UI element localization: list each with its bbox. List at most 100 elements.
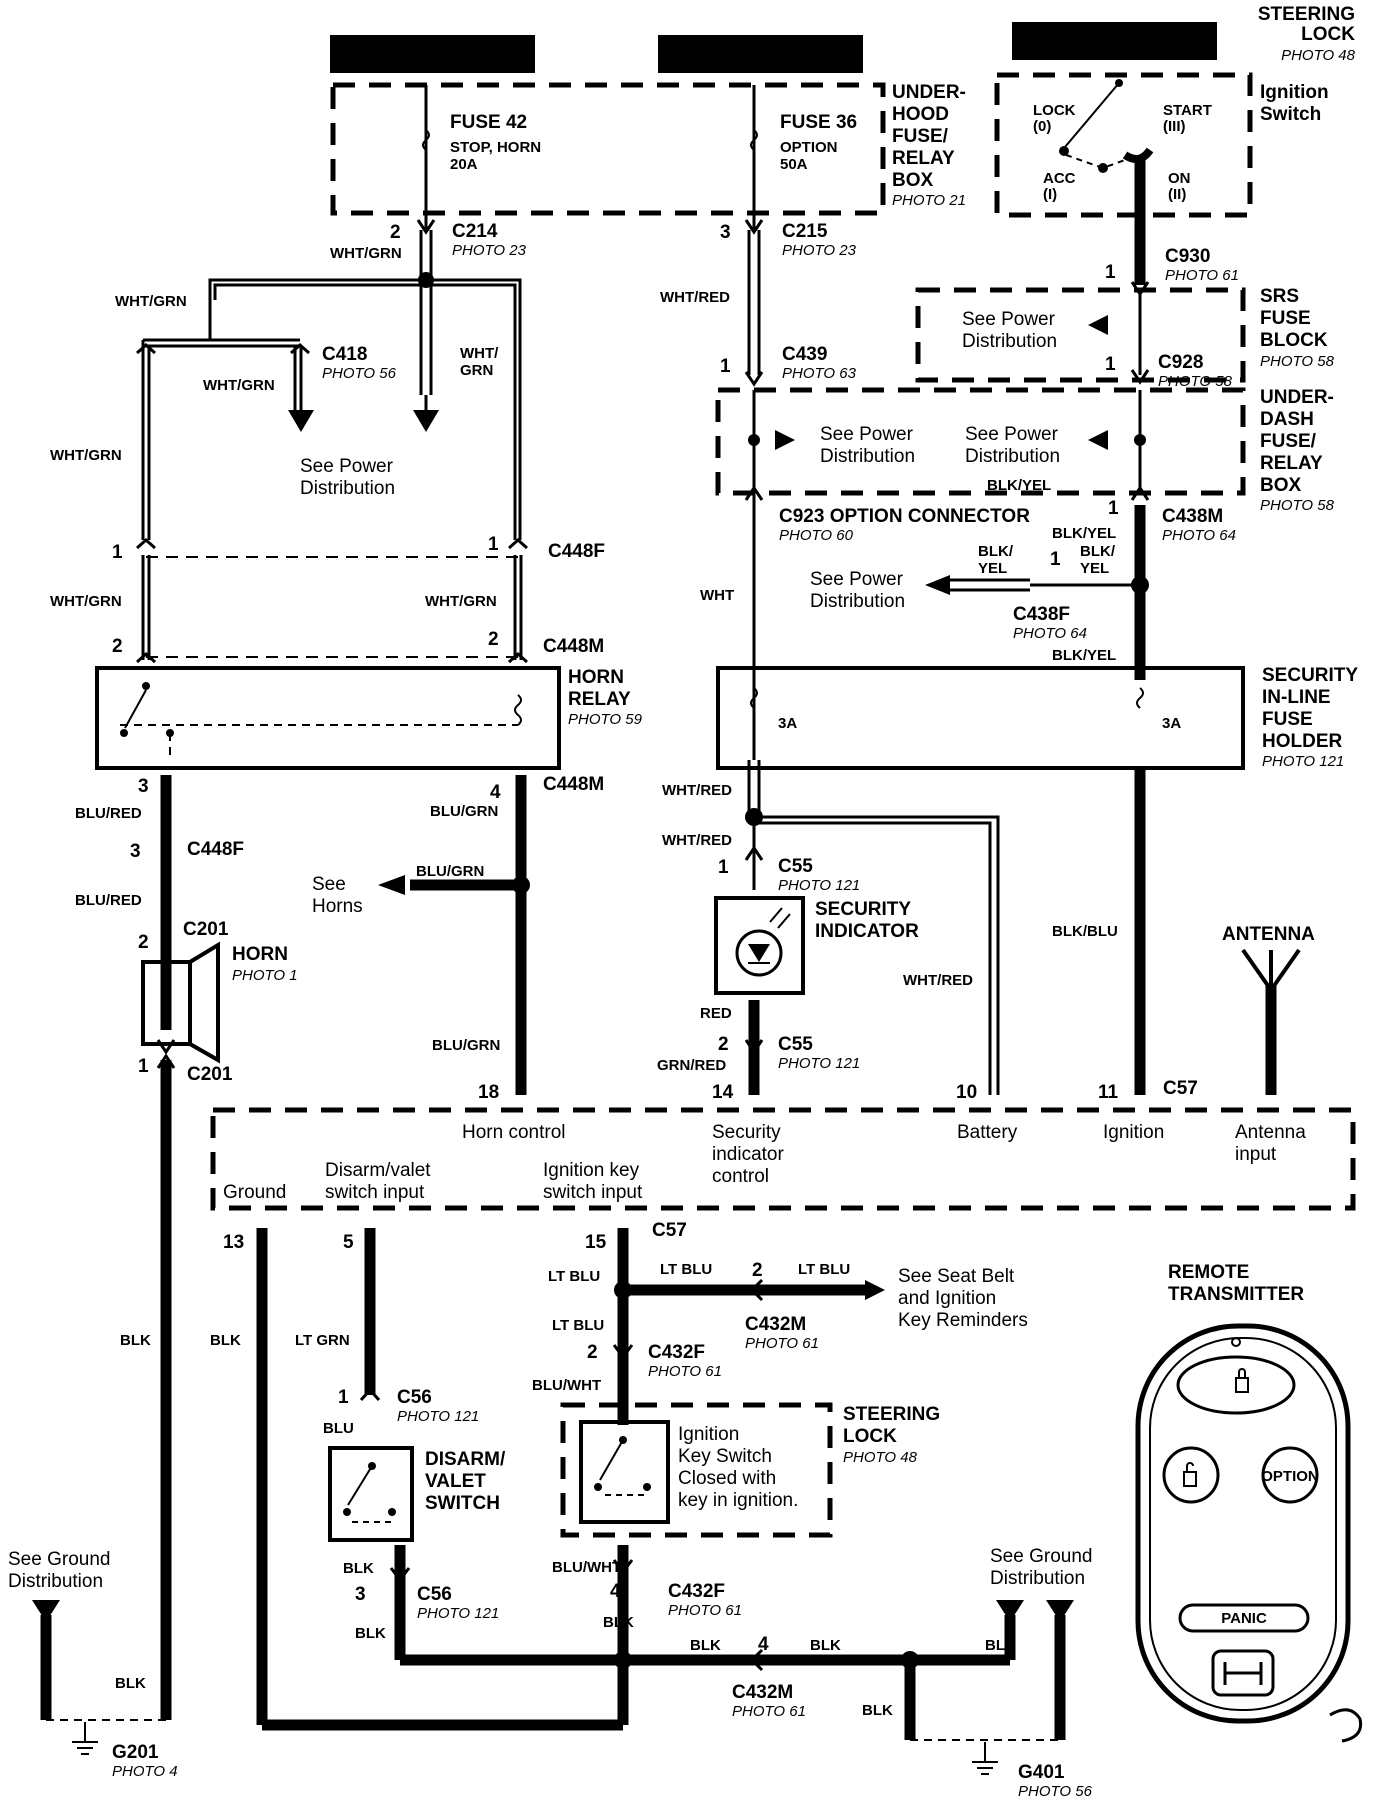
- horn-symbol: [141, 941, 220, 1064]
- term-ignition: Ignition: [1103, 1122, 1164, 1143]
- connector-label: C55: [778, 1034, 813, 1055]
- arrow-seat-belt: [865, 1280, 885, 1300]
- wire-color-label: BLK: [810, 1637, 841, 1654]
- option-button[interactable]: [1261, 1446, 1319, 1504]
- underhood-photo: PHOTO 21: [892, 192, 966, 209]
- horn-photo: PHOTO 1: [232, 967, 298, 984]
- pin-number: 10: [956, 1082, 977, 1103]
- connector-photo: PHOTO 61: [648, 1363, 722, 1380]
- pin-number: 2: [112, 636, 123, 657]
- fuse-left-rating: 3A: [778, 715, 797, 732]
- ground-g401-icon: [972, 1742, 998, 1775]
- horn-title: HORN: [232, 944, 288, 965]
- wire-wht-grn-trunk: [141, 230, 523, 660]
- pin-number: 1: [1105, 262, 1116, 283]
- horn-relay-box: [95, 666, 561, 770]
- pin-number: 11: [1098, 1082, 1119, 1103]
- wire-color-label: BLK: [603, 1614, 634, 1631]
- connector-photo: PHOTO 4: [112, 1763, 178, 1780]
- wire-color-label: BLK: [985, 1637, 1016, 1654]
- wire-color-label: BLK/BLU: [1052, 923, 1118, 940]
- term-battery: Battery: [957, 1122, 1018, 1143]
- wire-color-label: LT BLU: [548, 1268, 600, 1285]
- pin-number: 1: [1050, 549, 1061, 570]
- ground-g201-icon: [72, 1722, 98, 1755]
- wire-color-label: BLK: [115, 1675, 146, 1692]
- arrow-power-dist-2: [1088, 430, 1108, 450]
- lock-icon: [1235, 1368, 1249, 1393]
- logo-icon: [1211, 1649, 1275, 1697]
- wire-color-label: BLK/YEL: [1052, 525, 1116, 542]
- wire-color-label: LT BLU: [660, 1261, 712, 1278]
- lock-button[interactable]: [1176, 1355, 1296, 1415]
- wire-color-label: BLK: [690, 1637, 721, 1654]
- underdash-fuse-box: [715, 387, 1246, 496]
- connector-label: G201: [112, 1742, 159, 1763]
- connector-photo: PHOTO 56: [322, 365, 397, 382]
- pin-number: 18: [478, 1082, 499, 1103]
- fuse42-symbol: [422, 129, 430, 151]
- wire-color-label: WHT/GRN: [425, 593, 497, 610]
- pin-number: 1: [112, 542, 123, 563]
- wire-color-label: BLU/GRN: [432, 1037, 500, 1054]
- pin-number: 3: [130, 841, 141, 862]
- underhood-fuse-box: [330, 82, 886, 216]
- ignition-switch-symbol: [1059, 79, 1154, 173]
- ign-on-label: ON(II): [1168, 170, 1191, 203]
- pin-number: 3: [138, 776, 149, 797]
- ground-ref-arrow-left: [32, 1600, 60, 1622]
- connector-label: C448F: [548, 541, 605, 562]
- security-control-unit: [210, 1107, 1356, 1211]
- wire-color-label: BLK: [343, 1560, 374, 1577]
- pin-number: 5: [343, 1232, 354, 1253]
- connector-label: C56: [417, 1584, 452, 1605]
- wire-color-label: GRN/RED: [657, 1057, 726, 1074]
- pin-number: 1: [138, 1056, 149, 1077]
- arrow-c418: [288, 410, 314, 432]
- pin-number: 2: [138, 932, 149, 953]
- connector-label: C57: [1163, 1078, 1198, 1099]
- option-label: OPTION: [1261, 1468, 1319, 1485]
- ground-ref-arrow-right-b: [1046, 1600, 1074, 1622]
- pin-number: 1: [720, 356, 731, 377]
- pin-number: 13: [223, 1232, 244, 1253]
- fuse42-title: FUSE 42: [450, 112, 527, 133]
- steering-lock-photo: PHOTO 48: [1281, 47, 1356, 64]
- wire-color-label: BLU/WHT: [552, 1559, 621, 1576]
- wire-color-label: WHT/GRN: [330, 245, 402, 262]
- pin-number: 2: [718, 1034, 729, 1055]
- pin-number: 4: [490, 782, 501, 803]
- ign-start-label: START(III): [1163, 102, 1212, 135]
- wire-color-label: WHT/RED: [903, 972, 973, 989]
- connector-label: C215: [782, 221, 828, 242]
- panic-button[interactable]: [1178, 1603, 1310, 1633]
- connector-photo: PHOTO 121: [417, 1605, 499, 1622]
- connector-marks: [136, 219, 1150, 1672]
- connector-photo: PHOTO 121: [397, 1408, 479, 1425]
- connector-label: C448M: [543, 774, 604, 795]
- wire-color-label: BLU/RED: [75, 892, 142, 909]
- wire-color-label: BLK/YEL: [978, 543, 1014, 577]
- fuse36-symbol: [750, 129, 758, 151]
- wire-color-label: WHT/RED: [660, 289, 730, 306]
- remote-transmitter[interactable]: [1135, 1323, 1363, 1743]
- unlock-button[interactable]: [1162, 1446, 1220, 1504]
- wire-color-label: WHT/RED: [662, 832, 732, 849]
- wire-color-label: WHT/GRN: [460, 345, 499, 379]
- unlock-icon: [1183, 1462, 1197, 1487]
- connector-label: C432F: [668, 1581, 725, 1602]
- horn-relay-symbol: [120, 682, 522, 755]
